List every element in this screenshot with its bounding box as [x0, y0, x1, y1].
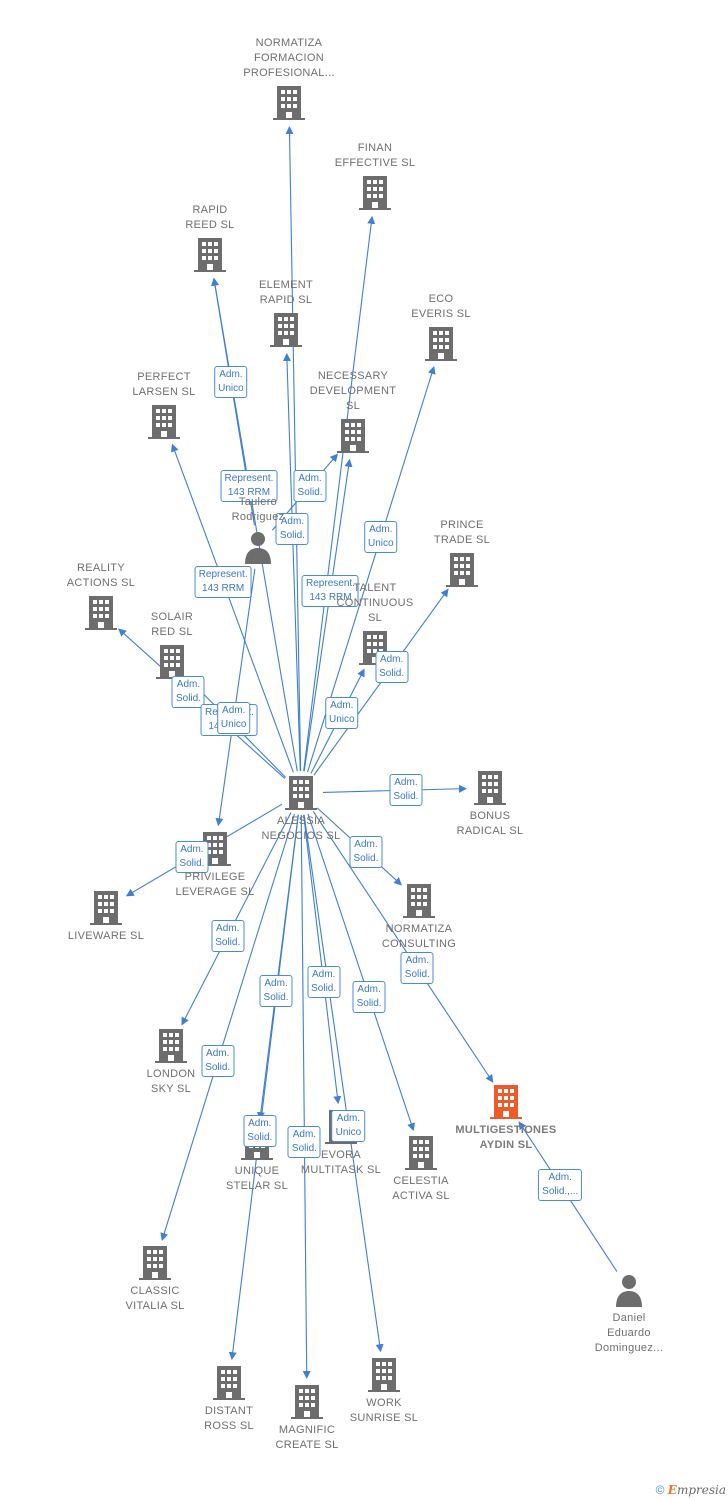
building-icon[interactable]: [405, 1136, 437, 1170]
edge-label-center-to-perfect[interactable]: Represent. 143 RRM: [194, 566, 252, 599]
edge-label-center-to-work[interactable]: Adm. Unico: [331, 1109, 366, 1142]
building-icon[interactable]: [403, 884, 435, 918]
node-label-work[interactable]: WORK SUNRISE SL: [349, 1397, 419, 1424]
empresia-watermark[interactable]: © Empresia: [656, 1483, 726, 1497]
edge-label-center-to-distant[interactable]: Adm. Solid.: [243, 1114, 277, 1147]
node-label-eco[interactable]: ECO EVERIS SL: [411, 293, 471, 320]
edge-label-center-to-talent[interactable]: Adm. Unico: [324, 697, 359, 730]
building-icon[interactable]: [474, 771, 506, 805]
empresia-logo: Empresia: [667, 1483, 726, 1497]
building-icon[interactable]: [139, 1246, 171, 1280]
edge-label-daniel-to-multi[interactable]: Adm. Solid.,...: [538, 1168, 583, 1201]
building-icon[interactable]: [359, 176, 391, 210]
edge-taulero-to-privilege: [215, 568, 256, 827]
edge-label-center-to-multi[interactable]: Adm. Solid.: [400, 952, 434, 985]
node-label-london[interactable]: LONDON SKY SL: [146, 1068, 196, 1095]
node-label-finan[interactable]: FINAN EFFECTIVE SL: [334, 142, 416, 169]
edge-label-center-to-prince[interactable]: Adm. Solid.: [375, 651, 409, 684]
edge-center-to-classic: [160, 813, 295, 1242]
edge-label-center-to-normatiza_cons[interactable]: Adm. Solid.: [349, 836, 383, 869]
building-icon[interactable]: [148, 405, 180, 439]
person-icon[interactable]: [245, 532, 271, 564]
node-label-bonus[interactable]: BONUS RADICAL SL: [456, 810, 524, 837]
edge-center-to-perfect: [170, 443, 294, 773]
node-label-privilege[interactable]: PRIVILEGE LEVERAGE SL: [175, 871, 255, 898]
edge-center-to-magnific: [300, 814, 311, 1380]
building-icon[interactable]: [273, 86, 305, 120]
edge-label-taulero-to-rapid_reed[interactable]: Adm. Unico: [214, 366, 248, 399]
building-icon[interactable]: [446, 553, 478, 587]
node-label-perfect[interactable]: PERFECT LARSEN SL: [132, 371, 196, 398]
edge-label-center-to-reality[interactable]: Adm. Solid.: [171, 675, 205, 708]
building-icon[interactable]: [270, 313, 302, 347]
edge-label-center-to-magnific[interactable]: Adm. Solid.: [287, 1125, 321, 1158]
building-icon[interactable]: [213, 1366, 245, 1400]
copyright-icon: ©: [655, 1483, 665, 1497]
node-label-center[interactable]: ALESSIA NEGOCIOS SL: [261, 815, 341, 842]
node-label-distant[interactable]: DISTANT ROSS SL: [204, 1405, 254, 1432]
node-label-normatiza-cons[interactable]: NORMATIZA CONSULTING: [381, 923, 457, 950]
edge-label-center-to-rapid_reed[interactable]: Represent. 143 RRM: [220, 469, 278, 502]
node-label-celestia[interactable]: CELESTIA ACTIVA SL: [392, 1175, 450, 1202]
edge-label-center-to-classic[interactable]: Adm. Solid.: [201, 1045, 235, 1078]
edge-center-to-london: [181, 812, 292, 1026]
building-icon[interactable]: [490, 1085, 522, 1119]
node-label-solair[interactable]: SOLAIR RED SL: [150, 611, 194, 638]
node-label-reality[interactable]: REALITY ACTIONS SL: [66, 562, 136, 589]
node-label-evora[interactable]: EVORA MULTITASK SL: [300, 1149, 382, 1176]
node-label-talent[interactable]: TALENT CONTINUOUS SL: [336, 582, 414, 624]
edge-label-center-to-london[interactable]: Adm. Solid.: [211, 919, 245, 952]
building-icon[interactable]: [337, 419, 369, 453]
node-label-rapid-reed[interactable]: RAPID REED SL: [185, 204, 235, 231]
node-label-unique[interactable]: UNIQUE STELAR SL: [225, 1165, 288, 1192]
edge-label-center-to-eco[interactable]: Adm. Unico: [364, 521, 398, 554]
node-label-element[interactable]: ELEMENT RAPID SL: [258, 279, 314, 306]
edge-label-center-to-liveware[interactable]: Adm. Solid.: [175, 841, 209, 874]
edge-center-to-element: [283, 352, 301, 772]
edge-label-center-to-unique[interactable]: Adm. Solid.: [259, 975, 293, 1008]
building-icon[interactable]: [90, 891, 122, 925]
node-label-necessary[interactable]: NECESSARY DEVELOPMENT SL: [309, 370, 397, 412]
node-label-normatiza-form[interactable]: NORMATIZA FORMACION PROFESIONAL...: [243, 37, 335, 79]
edge-label-center-to-element[interactable]: Adm. Solid.: [275, 513, 309, 546]
node-label-classic[interactable]: CLASSIC VITALIA SL: [125, 1285, 185, 1312]
edge-center-to-work: [303, 814, 384, 1353]
building-icon[interactable]: [194, 238, 226, 272]
edge-center-to-necessary: [303, 458, 353, 772]
edge-label-taulero-to-necessary[interactable]: Adm. Solid.: [293, 470, 327, 503]
node-label-magnific[interactable]: MAGNIFIC CREATE SL: [275, 1424, 339, 1451]
node-label-liveware[interactable]: LIVEWARE SL: [67, 930, 145, 942]
node-label-multi[interactable]: MULTIGESTIONES AYDIN SL: [455, 1124, 557, 1151]
edge-center-to-evora: [303, 814, 342, 1105]
node-label-daniel[interactable]: Daniel Eduardo Dominguez...: [594, 1312, 664, 1354]
building-icon[interactable]: [156, 645, 188, 679]
building-icon[interactable]: [285, 776, 317, 810]
node-label-prince[interactable]: PRINCE TRADE SL: [433, 519, 491, 546]
edge-label-center-to-necessary[interactable]: Represent. 143 RRM: [302, 574, 359, 607]
building-icon[interactable]: [368, 1358, 400, 1392]
node-label-taulero[interactable]: Taulero Rodriguez: [231, 496, 285, 523]
edge-center-to-finan: [303, 215, 376, 772]
building-icon[interactable]: [425, 327, 457, 361]
edge-label-center-to-evora[interactable]: Adm. Solid.: [307, 966, 341, 999]
person-icon[interactable]: [616, 1275, 642, 1307]
edge-center-to-celestia: [307, 813, 415, 1132]
edge-center-to-multi: [312, 811, 494, 1083]
edge-label-taulero-to-privilege[interactable]: Adm. Unico: [216, 701, 251, 734]
edge-label-center-to-bonus[interactable]: Adm. Solid.: [389, 774, 423, 807]
building-icon[interactable]: [155, 1029, 187, 1063]
edge-label-center-to-celestia[interactable]: Adm. Solid.: [352, 981, 386, 1014]
edge-center-to-distant: [228, 814, 299, 1361]
edge-center-to-normatiza_form: [285, 125, 302, 772]
